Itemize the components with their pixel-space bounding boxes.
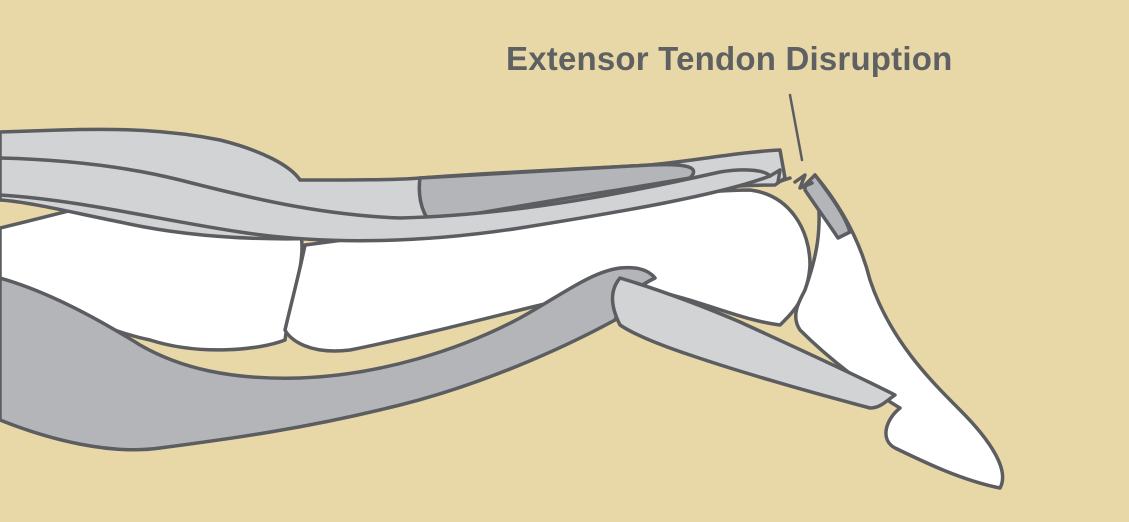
torn-tendon-end [803, 173, 852, 240]
callout-label: Extensor Tendon Disruption [506, 40, 953, 77]
extensor-lateral-band [0, 156, 772, 243]
tear-mark-left [768, 168, 792, 184]
flexor-tendon-distal [610, 276, 897, 410]
callout-leader-line [788, 93, 804, 162]
tear-mark-right [793, 173, 814, 190]
distal-phalanx [794, 173, 1005, 490]
flexor-tendon [0, 265, 657, 452]
